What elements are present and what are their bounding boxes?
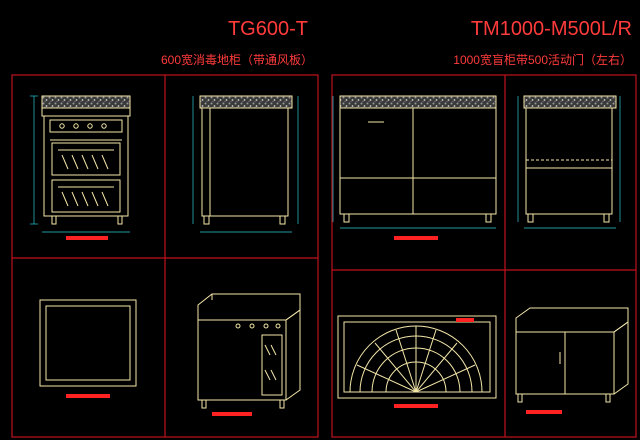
tm1000-isometric-view — [515, 307, 629, 403]
tg600-front-view — [41, 95, 131, 225]
tg600-side-dimensions — [192, 96, 299, 233]
right-model-description: 1000宽盲柜带500活动门（左右） — [453, 53, 632, 67]
tm1000-front-dimensions — [332, 96, 496, 229]
tg600-plan-view — [39, 299, 137, 387]
tg600-front-label-tag — [66, 236, 108, 240]
tm1000-side-view — [523, 95, 617, 223]
tm1000-front-label-tag — [394, 236, 438, 240]
left-model-title: TG600-T — [227, 18, 308, 40]
sheet-frames — [11, 74, 637, 438]
tm1000-plan-view — [337, 315, 497, 399]
tg600-plan-label-tag — [66, 394, 110, 398]
tm1000-iso-label-tag — [526, 410, 562, 414]
tm1000-plan-label-tag — [456, 318, 474, 322]
tg600-isometric-view — [197, 293, 301, 409]
tm1000-side-dimensions — [517, 96, 621, 229]
tg600-side-view — [199, 95, 293, 225]
left-model-description: 600宽消毒地柜（带通风板） — [160, 53, 313, 67]
right-model-title: TM1000-M500L/R — [470, 18, 632, 40]
tg600-iso-label-tag — [212, 412, 252, 416]
tm1000-front-view — [339, 95, 497, 223]
tg600-front-dimensions — [30, 95, 130, 233]
tm1000-plan-bottom-tag — [394, 404, 438, 408]
